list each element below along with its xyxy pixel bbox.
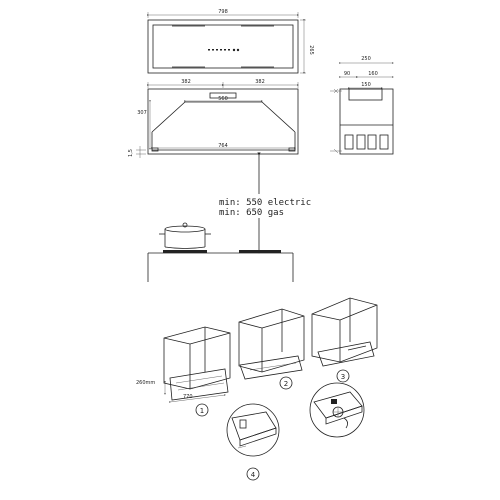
- clearance-electric-text: min: 550 electric: [219, 198, 311, 208]
- install-step-1: 260mm 770 1: [136, 326, 231, 417]
- hood-top-inner: [152, 24, 294, 69]
- side-left-label: 90: [344, 71, 350, 77]
- step-3-number: 3: [341, 373, 345, 381]
- top-depth-label: 265: [308, 45, 314, 55]
- step-1-number: 1: [200, 407, 204, 415]
- front-offset-label: 1,5: [128, 149, 134, 157]
- step-4-number: 4: [251, 471, 256, 479]
- burner-left: [163, 250, 207, 253]
- front-inner-label: 560: [218, 96, 228, 102]
- top-view: 798 265: [147, 9, 314, 74]
- front-left-half-label: 382: [181, 79, 191, 85]
- front-view: 382 382 560 307 764 1,5: [128, 79, 299, 158]
- burner-right: [239, 250, 281, 253]
- clearance-gas-text: min: 650 gas: [219, 208, 284, 218]
- cooking-pot: [159, 222, 211, 249]
- step-4-badge: [246, 467, 260, 481]
- side-outlet-label: 150: [361, 82, 371, 88]
- cutout-height-label: 260mm: [136, 380, 155, 386]
- front-bottom-width-label: 764: [218, 143, 228, 149]
- detail-circle-screw: [309, 382, 365, 438]
- cutout-width-label: 770: [183, 394, 193, 400]
- outlet-duct: [348, 88, 383, 101]
- clearance-diagram: min: 550 electric min: 650 gas: [147, 152, 311, 282]
- side-view: 250 90 160 150: [330, 56, 394, 155]
- side-right-label: 160: [368, 71, 378, 77]
- side-total-label: 250: [361, 56, 371, 62]
- step-3-badge: [336, 369, 350, 383]
- front-height-label: 307: [137, 110, 147, 116]
- step-1-badge: [195, 403, 209, 417]
- hood-top-outline: [147, 19, 299, 74]
- top-width-label: 798: [218, 9, 228, 15]
- install-step-3: 3: [311, 297, 378, 383]
- hood-side-outline: [339, 88, 394, 155]
- install-step-2: 2: [238, 308, 305, 390]
- front-right-half-label: 382: [255, 79, 265, 85]
- hood-front-outline: [147, 88, 299, 155]
- hood-front-slope: [151, 101, 296, 133]
- step-2-number: 2: [284, 380, 288, 388]
- installation-steps: 260mm 770 1 2 3: [136, 297, 378, 481]
- detail-circle-step-4: 4: [226, 403, 280, 481]
- step-2-badge: [279, 376, 293, 390]
- control-panel-dots: [208, 48, 240, 52]
